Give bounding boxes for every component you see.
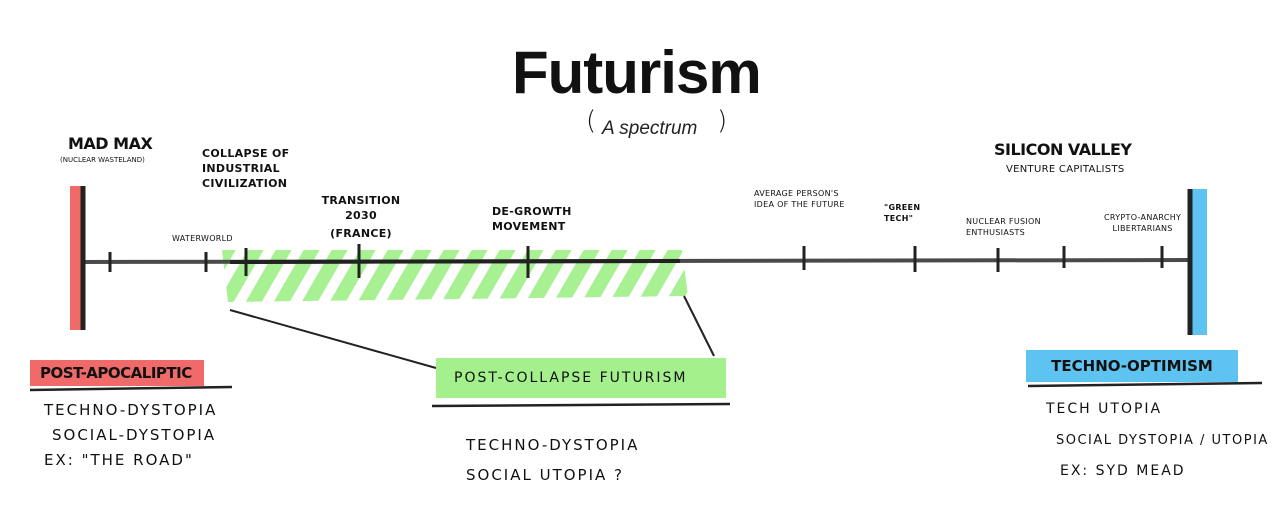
marker-green-tech: "GREEN TECH" [884,203,921,223]
subtitle-open-paren: ( [586,106,597,136]
marker-crypto: CRYPTO-ANARCHY LIBERTARIANS [1104,213,1182,233]
connector-left [229,309,437,369]
right-end-label: SILICON VALLEY [994,140,1132,159]
page-title: Futurism [512,39,762,106]
right-end-sublabel: VENTURE CAPITALISTS [1006,164,1125,175]
right-end-color-bar [1190,189,1207,335]
post-collapse-range-band [222,250,688,302]
left-end-label: MAD MAX [68,134,153,153]
post-collapse-list: TECHNO-DYSTOPIA SOCIAL UTOPIA ? [466,436,640,484]
connector-right [683,295,715,357]
marker-waterworld: WATERWORLD [172,234,233,243]
post-apocaliptic-heading: POST-APOCALIPTIC [30,360,204,386]
spectrum-ticks [108,244,1164,278]
techno-optimism-list: TECH UTOPIA SOCIAL DYSTOPIA / UTOPIA EX:… [1046,401,1269,479]
techno-optimism-heading: TECHNO-OPTIMISM [1026,350,1238,382]
left-end-sublabel: (NUCLEAR WASTELAND) [60,156,145,164]
marker-average-person: AVERAGE PERSON'S IDEA OF THE FUTURE [754,189,845,209]
left-end-color-bar [70,186,83,330]
marker-degrowth: DE-GROWTH MOVEMENT [492,205,572,233]
marker-transition: TRANSITION 2030 (FRANCE) [321,194,401,240]
post-collapse-futurism-heading: POST-COLLAPSE FUTURISM [436,358,726,398]
marker-collapse: COLLAPSE OF INDUSTRIAL CIVILIZATION [202,147,290,190]
subtitle: A spectrum [602,118,698,139]
marker-nuclear-fusion: NUCLEAR FUSION ENTHUSIASTS [966,217,1041,237]
post-apocaliptic-list: TECHNO-DYSTOPIA SOCIAL-DYSTOPIA EX: "THE… [44,401,218,469]
subtitle-close-paren: ) [717,106,728,136]
